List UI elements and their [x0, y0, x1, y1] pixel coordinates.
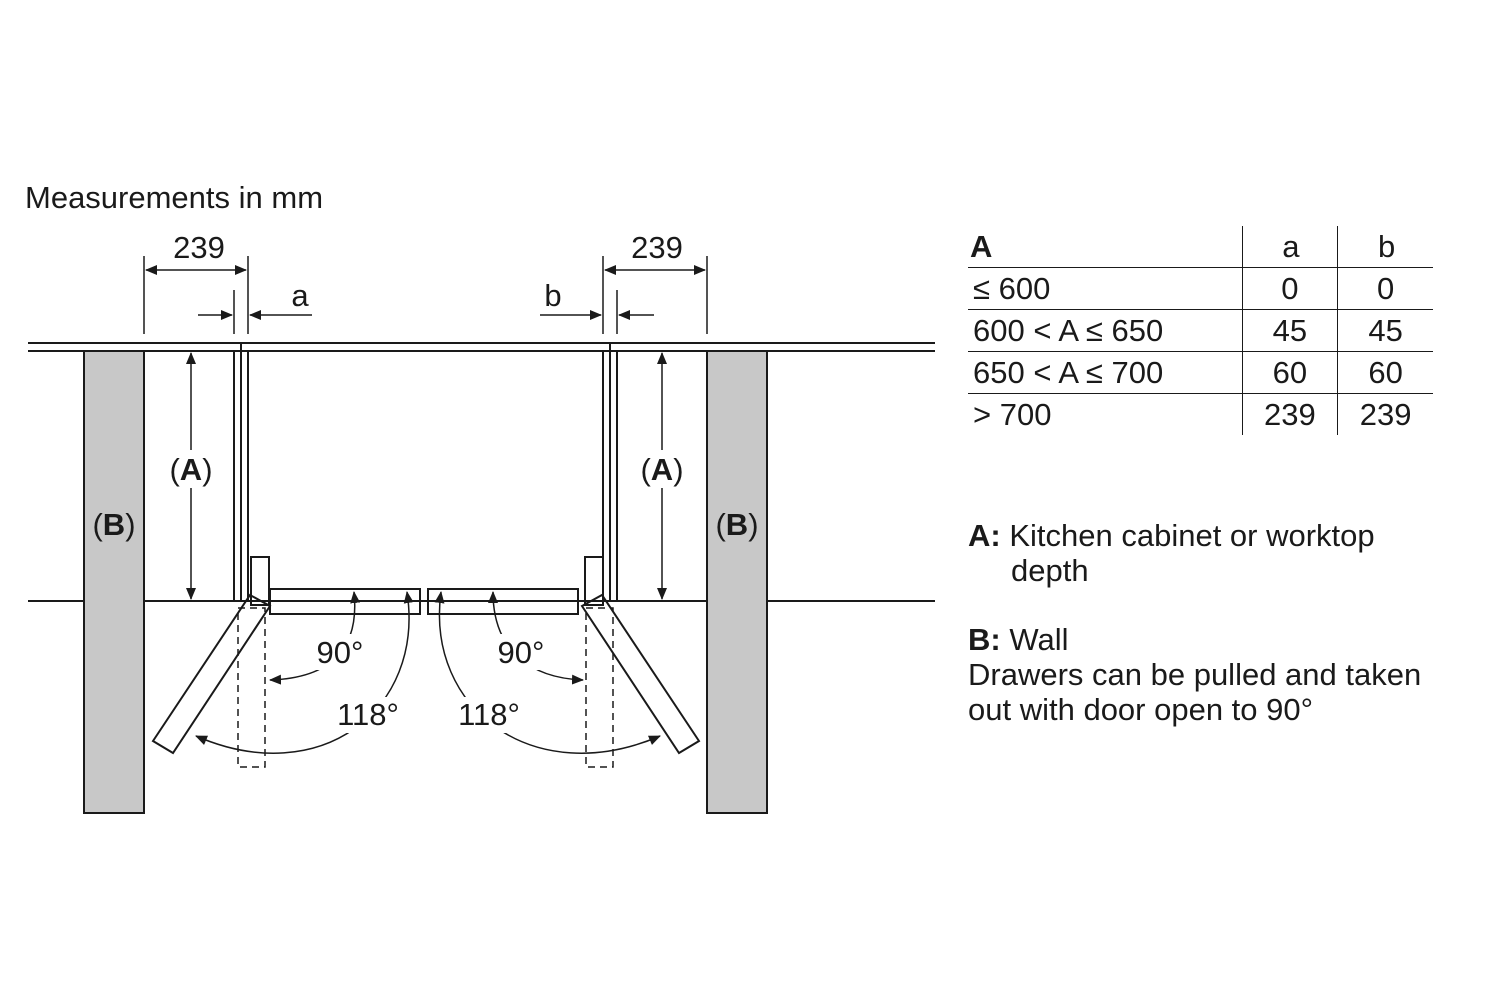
table-row: 650 < A ≤ 700 60 60: [968, 351, 1433, 394]
angle-90-left: 90°: [317, 635, 364, 670]
table-cell-a: 239: [1241, 393, 1338, 435]
legend-a-text-cont: depth: [1011, 553, 1089, 588]
wall-marker-left: (B): [92, 507, 135, 542]
gap-b-label: b: [544, 278, 561, 313]
table-cell-b: 239: [1337, 393, 1433, 435]
table-cell-b: 0: [1337, 267, 1433, 310]
fridge-body: [240, 342, 611, 601]
table-cell-a: 45: [1241, 309, 1338, 352]
page-title: Measurements in mm: [25, 180, 323, 215]
door-left-90: [237, 607, 266, 768]
cabinet-right: [616, 351, 708, 601]
table-cell-range: > 700: [973, 397, 1052, 432]
dimension-239-right-label: 239: [631, 230, 683, 265]
table-cell-range: 650 < A ≤ 700: [968, 351, 1243, 394]
table-cell-a: 60: [1241, 351, 1338, 394]
door-left-open: [151, 593, 272, 755]
table-cell-range: ≤ 600: [968, 267, 1243, 310]
wall-right: [706, 350, 768, 814]
table-header-row: A a b: [968, 226, 1433, 268]
table-header-gap-b: b: [1337, 226, 1433, 268]
table-row: 600 < A ≤ 650 45 45: [968, 309, 1433, 352]
hinge-right: [584, 556, 604, 606]
gap-a-dimension: [198, 290, 312, 334]
worktop: [28, 342, 935, 352]
angle-118-right: 118°: [458, 697, 520, 732]
depth-marker-left: (A): [169, 452, 212, 487]
legend-note-line1: Drawers can be pulled and taken: [968, 657, 1422, 692]
table-cell-b: 45: [1337, 309, 1433, 352]
wall-marker-right: (B): [715, 507, 758, 542]
cabinet-left: [143, 351, 235, 601]
legend-a-text: Kitchen cabinet or worktop: [1009, 518, 1375, 553]
dimension-239-right: [602, 256, 708, 334]
gap-b-dimension: [540, 290, 654, 334]
gap-a-label: a: [291, 278, 309, 313]
angle-90-right: 90°: [498, 635, 545, 670]
table-row: ≤ 600 0 0: [968, 267, 1433, 310]
dimension-239-left-label: 239: [173, 230, 225, 265]
table-row: > 700 239 239: [968, 393, 1433, 435]
wall-left: [83, 350, 145, 814]
dimension-239-left: [143, 256, 249, 334]
door-right-open: [580, 593, 701, 755]
angle-118-left: 118°: [337, 697, 399, 732]
depth-marker-right: (A): [640, 452, 683, 487]
clearance-table: A a b ≤ 600 0 0 600 < A ≤ 650 45 45 650 …: [968, 226, 1433, 435]
table-cell-b: 60: [1337, 351, 1433, 394]
legend-b-key: B:: [968, 622, 1001, 657]
table-cell-range: 600 < A ≤ 650: [968, 309, 1243, 352]
table-header-a: A: [968, 226, 1243, 268]
legend-b-text: Wall: [1009, 622, 1069, 657]
legend-note-line2: out with door open to 90°: [968, 692, 1314, 727]
legend-b: B: Wall Drawers can be pulled and taken …: [968, 622, 1421, 727]
legend-a: A: Kitchen cabinet or worktop depth: [968, 518, 1375, 588]
table-cell-a: 0: [1241, 267, 1338, 310]
table-header-gap-a: a: [1241, 226, 1338, 268]
legend-a-key: A:: [968, 518, 1001, 553]
